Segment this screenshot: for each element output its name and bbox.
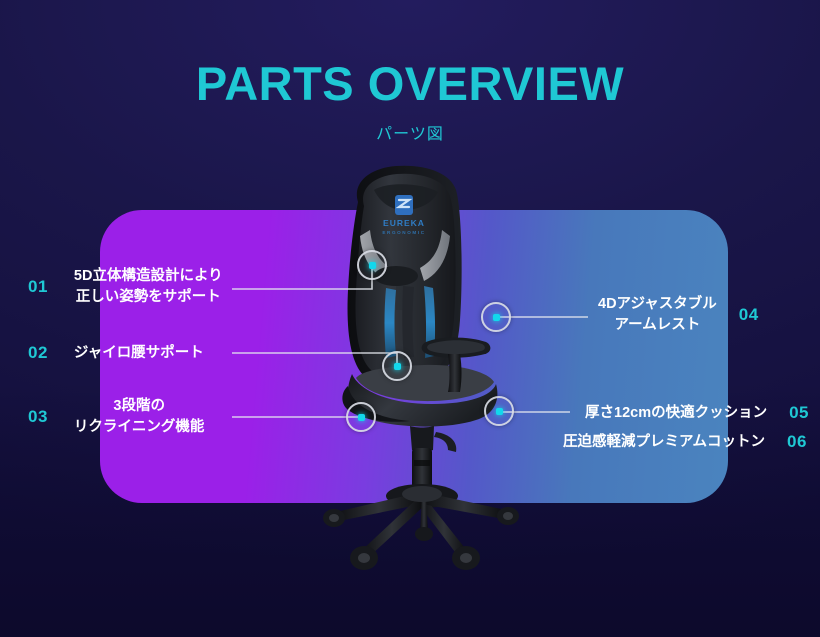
hotspot-marker-04[interactable] [481,302,511,332]
hotspot-dot-icon [393,362,401,370]
callout-label: 4Dアジャスタブル アームレスト [598,296,717,333]
hotspot-dot-icon [357,413,365,421]
page-title: PARTS OVERVIEW [195,57,625,110]
hotspot-marker-02[interactable] [382,351,412,381]
svg-text:ERGONOMIC: ERGONOMIC [382,230,425,235]
callout-label: 厚さ12cmの快適クッション [585,405,768,421]
header: PARTS OVERVIEW パーツ図 [0,60,820,144]
callout-label: 3段階の リクライニング機能 [73,398,205,435]
callout-label: 圧迫感軽減プレミアムコットン [563,434,765,450]
svg-text:EUREKA: EUREKA [383,218,425,228]
callout-03[interactable]: 03 3段階の リクライニング機能 [28,396,204,437]
callout-02[interactable]: 02 ジャイロ腰サポート [28,343,204,364]
callout-number: 05 [789,403,810,423]
callout-06[interactable]: 圧迫感軽減プレミアムコットン 06 [563,432,807,453]
hotspot-dot-icon [368,261,376,269]
hotspot-marker-03[interactable] [346,402,376,432]
callout-number: 02 [28,343,48,363]
page-subtitle: パーツ図 [376,126,444,143]
callout-number: 06 [786,432,807,452]
hotspot-dot-icon [492,313,500,321]
callout-label: ジャイロ腰サポート [73,345,204,361]
callout-05[interactable]: 厚さ12cmの快適クッション 05 [585,403,809,424]
callout-01[interactable]: 01 5D立体構造設計により 正しい姿勢をサポート [28,266,223,307]
callout-number: 01 [28,276,48,296]
callout-number: 03 [28,406,48,426]
callout-label: 5D立体構造設計により 正しい姿勢をサポート [73,268,223,305]
callout-number: 04 [738,304,759,324]
hotspot-ring-icon [484,396,514,426]
gaming-chair-image: EUREKA ERGONOMIC [300,160,540,570]
callout-04[interactable]: 4Dアジャスタブル アームレスト 04 [598,294,759,335]
hotspot-ring-icon [382,351,412,381]
hotspot-dot-icon [495,407,503,415]
hotspot-marker-05[interactable] [484,396,514,426]
hotspot-marker-01[interactable] [357,250,387,280]
